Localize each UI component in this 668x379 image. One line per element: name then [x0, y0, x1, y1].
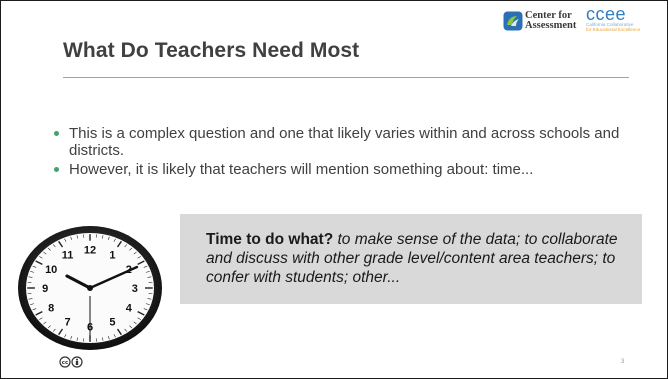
title-divider — [63, 77, 629, 78]
bullet-list: This is a complex question and one that … — [53, 125, 643, 180]
clock-tick — [76, 235, 79, 239]
clock-number: 4 — [126, 302, 133, 314]
clock-tick — [101, 337, 104, 341]
clock-tick — [137, 317, 141, 320]
clock-tick — [137, 311, 145, 316]
clock-number: 7 — [65, 316, 71, 328]
clock-tick — [70, 236, 73, 240]
callout-text: to make sense of the data; to collaborat… — [206, 231, 618, 286]
slide-title: What Do Teachers Need Most — [63, 39, 360, 62]
clock-tick — [101, 235, 104, 239]
clock-tick — [28, 276, 33, 278]
clock-tick — [70, 336, 73, 340]
clock-tick — [143, 308, 148, 311]
page-number: 3 — [621, 359, 625, 365]
clock-tick — [137, 260, 145, 265]
clock-number: 9 — [42, 283, 48, 295]
clock-tick — [76, 337, 79, 341]
creative-commons-by-icon: cc — [59, 356, 83, 368]
callout-heading: Time to do what? — [206, 231, 334, 248]
clock-ticks — [27, 234, 153, 342]
bullet-item: This is a complex question and one that … — [53, 125, 643, 159]
clock-tick — [28, 298, 33, 300]
clock-tick — [147, 298, 152, 300]
cfa-logo-line2: Assessment — [525, 20, 577, 31]
clock-tick — [52, 244, 56, 248]
svg-text:cc: cc — [62, 360, 69, 366]
clock-tick — [133, 251, 137, 255]
ccee-logo: ccee California Collaborative for Educat… — [586, 4, 662, 38]
clock-tick — [64, 334, 67, 338]
clock-tick — [30, 303, 35, 305]
clock-tick — [39, 256, 43, 259]
ccee-logo-word: ccee — [586, 4, 627, 24]
clock-tick — [35, 260, 43, 265]
clock-tick — [39, 317, 43, 320]
clock-tick — [107, 336, 110, 340]
clock-tick — [43, 321, 47, 325]
clock-tick — [47, 325, 51, 329]
clock-number: 10 — [45, 264, 57, 276]
clock-tick — [137, 256, 141, 259]
clock-number: 8 — [48, 302, 54, 314]
clock-tick — [129, 325, 133, 329]
clock-number: 11 — [62, 250, 74, 262]
clock-tick — [32, 308, 37, 311]
wall-clock-image: 121234567891011 — [18, 226, 162, 350]
clock-tick — [58, 240, 64, 248]
clock-tick — [143, 265, 148, 268]
clock-hour-hand — [65, 274, 92, 290]
callout-box: Time to do what? to make sense of the da… — [180, 214, 642, 304]
clock-number: 5 — [109, 316, 115, 328]
clock-tick — [32, 265, 37, 268]
clock-tick — [113, 238, 116, 242]
clock-tick — [47, 247, 51, 251]
clock-tick — [145, 303, 150, 305]
clock-tick — [52, 328, 56, 332]
clock-tick — [116, 328, 122, 336]
ccee-logo-line2: for Educational Excellence — [586, 27, 641, 32]
clock-tick — [35, 311, 43, 316]
clock-tick — [133, 321, 137, 325]
clock-tick — [116, 240, 122, 248]
clock-tick — [30, 271, 35, 273]
center-for-assessment-logo: Center for Assessment — [503, 8, 585, 40]
clock-tick — [64, 238, 67, 242]
clock-number: 3 — [132, 283, 138, 295]
clock-center-pin — [87, 285, 93, 291]
clock-tick — [124, 328, 128, 332]
clock-tick — [129, 247, 133, 251]
ccee-logo-line1: California Collaborative — [586, 22, 634, 27]
clock-tick — [145, 271, 150, 273]
clock-minute-hand — [88, 265, 139, 290]
clock-tick — [124, 244, 128, 248]
clock-tick — [107, 236, 110, 240]
bullet-item: However, it is likely that teachers will… — [53, 161, 643, 178]
center-for-assessment-icon — [503, 11, 523, 31]
clock-tick — [147, 276, 152, 278]
clock-tick — [43, 251, 47, 255]
clock-tick — [113, 334, 116, 338]
clock-tick — [58, 328, 64, 336]
clock-number: 1 — [109, 250, 115, 262]
cfa-logo-line1: Center for — [525, 10, 572, 21]
clock-number: 12 — [84, 245, 96, 257]
